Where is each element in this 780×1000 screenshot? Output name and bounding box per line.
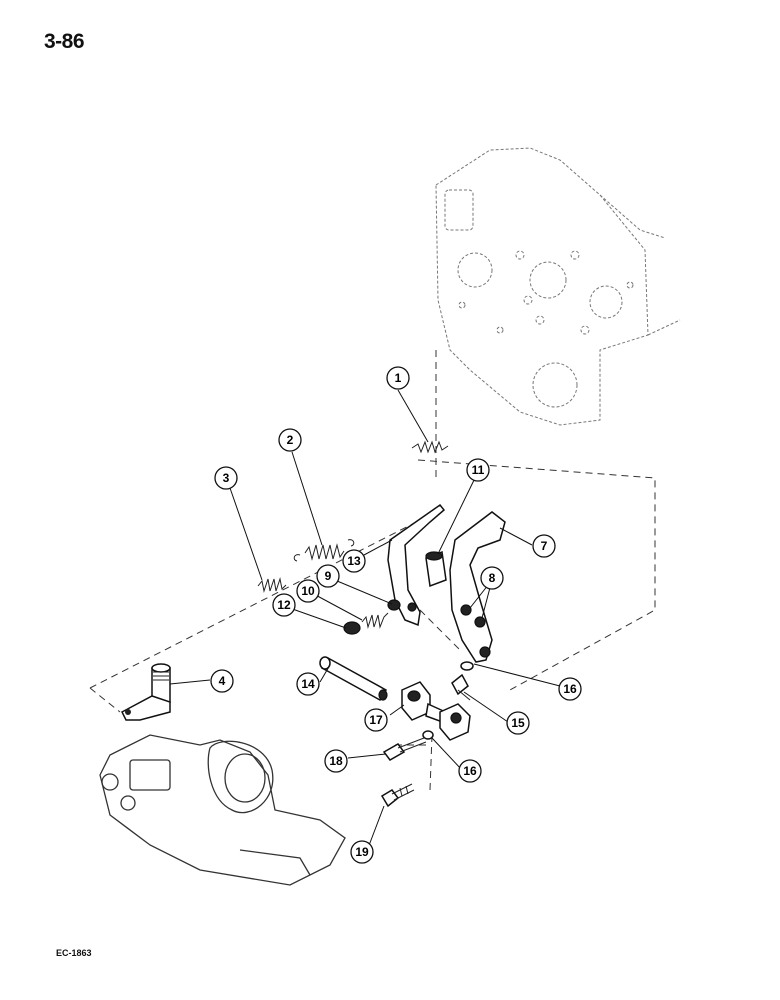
spring-small	[411, 440, 449, 454]
spring-long	[293, 539, 355, 562]
callout-12: 12	[272, 593, 296, 617]
svg-text:10: 10	[301, 584, 315, 598]
callout-7: 7	[532, 534, 556, 558]
pin-11	[425, 550, 447, 588]
callout-3: 3	[214, 466, 238, 490]
cap-9	[387, 599, 401, 611]
lever-7	[449, 511, 506, 663]
svg-text:13: 13	[347, 554, 361, 568]
svg-text:12: 12	[277, 598, 291, 612]
washer-16-lower	[422, 730, 434, 740]
callout-13: 13	[342, 549, 366, 573]
svg-text:1: 1	[395, 371, 402, 385]
callout-8: 8	[480, 566, 504, 590]
lever-13	[387, 503, 446, 627]
bolt-18	[382, 737, 427, 761]
svg-text:19: 19	[355, 845, 369, 859]
page-number: 3-86	[44, 30, 85, 53]
spring-10	[361, 612, 389, 629]
svg-text:11: 11	[472, 463, 485, 477]
callout-16-upper: 16	[558, 677, 582, 701]
callout-19: 19	[350, 840, 374, 864]
svg-text:14: 14	[301, 677, 315, 691]
callout-10: 10	[296, 579, 320, 603]
svg-text:7: 7	[541, 539, 548, 553]
washer-16-upper	[460, 661, 474, 671]
figure-code: EC-1863	[56, 948, 92, 958]
svg-text:16: 16	[463, 764, 477, 778]
svg-text:9: 9	[325, 569, 332, 583]
bushings-8	[460, 604, 486, 628]
callout-2: 2	[278, 428, 302, 452]
governor-housing	[99, 734, 346, 886]
engine-front-cover	[435, 147, 681, 426]
svg-text:16: 16	[563, 682, 577, 696]
svg-text:15: 15	[511, 716, 525, 730]
lever-shaft	[121, 663, 171, 721]
spring-3	[257, 577, 287, 593]
callout-16-lower: 16	[458, 759, 482, 783]
callout-4: 4	[210, 669, 234, 693]
callout-15: 15	[506, 711, 530, 735]
svg-text:17: 17	[369, 713, 383, 727]
callout-1: 1	[386, 366, 410, 390]
svg-text:8: 8	[489, 571, 496, 585]
assembly-guide-lines	[89, 350, 656, 791]
callout-17: 17	[364, 708, 388, 732]
callout-18: 18	[324, 749, 348, 773]
callout-9: 9	[316, 564, 340, 588]
svg-text:2: 2	[287, 433, 294, 447]
screw-15	[451, 673, 471, 701]
svg-text:3: 3	[223, 471, 230, 485]
svg-text:4: 4	[219, 674, 226, 688]
callout-11: 11	[466, 458, 490, 482]
bolt-19	[380, 783, 415, 808]
callout-14: 14	[296, 672, 320, 696]
plug-12	[343, 621, 361, 635]
shaft-14	[319, 656, 388, 702]
svg-text:18: 18	[329, 754, 343, 768]
block-17	[401, 681, 471, 741]
